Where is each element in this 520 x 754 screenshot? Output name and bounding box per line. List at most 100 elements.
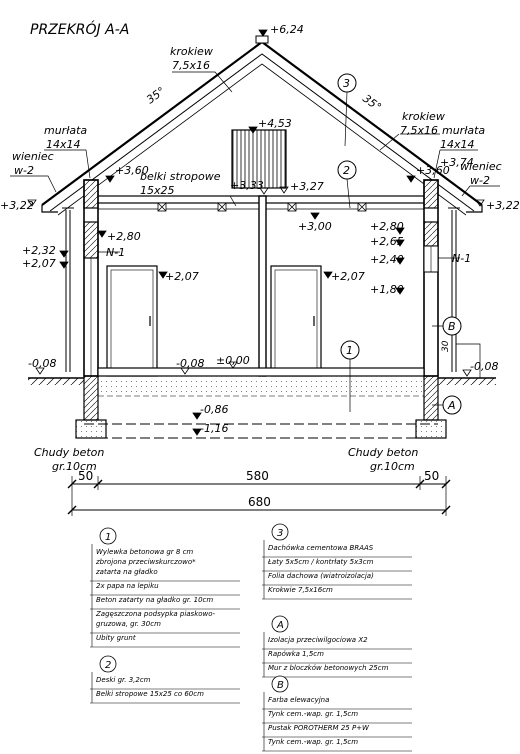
marker-2: 2: [343, 164, 350, 177]
level-eave-right: +3,22: [486, 199, 520, 212]
legend-row-text: Pustak POROTHERM 25 P+W: [268, 724, 370, 732]
legend-id-B: B: [277, 680, 284, 691]
level-window-top-right: +2,40: [370, 253, 404, 266]
legend-row-text: Zagęszczona podsypka piaskowo-: [95, 610, 216, 618]
dim-middle: 580: [246, 469, 269, 483]
legend-row-text: gruzowa, gr. 30cm: [96, 620, 161, 628]
label-chudy-right-thk: gr.10cm: [370, 460, 415, 473]
level-window-bottom-left: +2,07: [22, 257, 56, 270]
level-wall-top-right: +3,60: [416, 164, 450, 177]
legend-row-text: Folia dachowa (wiatroizolacja): [268, 572, 374, 580]
dim-right: 50: [424, 469, 439, 483]
legend-row-text: Deski gr. 3,2cm: [96, 676, 151, 684]
level-ridge: +6,24: [270, 23, 304, 36]
level-window-top-left: +2,32: [22, 244, 56, 257]
label-murlata-left-size: 14x14: [46, 138, 81, 151]
internal-wall: [258, 195, 267, 377]
label-wieniec-left: wieniec: [12, 150, 54, 163]
leader-lines: [10, 71, 500, 378]
legend-row-text: Wylewka betonowa gr 8 cm: [96, 548, 193, 556]
legend-id-2: 2: [105, 660, 111, 671]
label-krokiew-right: krokiew: [402, 110, 445, 123]
layer-markers: 3 2 1 A B: [337, 73, 462, 415]
level-eave-left: +3,22: [0, 199, 34, 212]
dim-left: 50: [78, 469, 93, 483]
level-ground-left: -0,08: [28, 357, 56, 370]
label-belki: belki stropowe: [140, 170, 221, 183]
legend-row-text: Ubity grunt: [96, 634, 136, 642]
legend-row-text: Farba elewacyjna: [268, 696, 329, 704]
doors: [106, 265, 322, 377]
level-floor: ±0,00: [216, 354, 250, 367]
level-texts: +6,24 +4,53 +3,60 +3,60 +3,74 +3,33 +3,2…: [0, 23, 520, 435]
ground-line: [28, 377, 496, 385]
page-title: PRZEKRÓJ A-A: [30, 20, 129, 38]
label-wieniec-left-code: w-2: [14, 164, 34, 177]
floor-slab: [84, 367, 438, 439]
level-lintel-right: +2,80: [370, 220, 404, 233]
label-wieniec-right: wieniec: [460, 160, 502, 173]
legend-row-text: Dachówka cementowa BRAAS: [268, 544, 374, 552]
level-wall-top-left: +3,60: [115, 164, 149, 177]
legend-group-A: A Izolacja przeciwilgociowa X2 Rapówka 1,5…: [262, 615, 412, 678]
level-ceiling-right: +3,27: [290, 180, 324, 193]
marker-3: 3: [343, 77, 350, 90]
label-krokiew-right-size: 7,5x16: [400, 124, 438, 137]
dim-total: 680: [248, 495, 271, 509]
label-belki-size: 15x25: [140, 184, 175, 197]
level-ceiling-low: +3,00: [298, 220, 332, 233]
label-murlata-right: murłata: [442, 124, 485, 137]
legend-row-text: Belki stropowe 15x25 co 60cm: [96, 690, 204, 698]
marker-1: 1: [346, 344, 353, 357]
legend-row-text: Rapówka 1,5cm: [268, 650, 324, 658]
level-foundation-bottom: -1,16: [200, 422, 228, 435]
label-n1-left: N-1: [106, 246, 125, 259]
legend-row-text: Tynk cem.-wap. gr. 1,5cm: [268, 710, 358, 718]
label-wieniec-right-code: w-2: [470, 174, 490, 187]
legend-row-text: Łaty 5x5cm / kontrłaty 5x3cm: [267, 558, 374, 566]
level-door-left: +2,07: [165, 270, 199, 283]
level-marks: [27, 29, 485, 436]
legend-row-text: Beton zatarty na gładko gr. 10cm: [96, 596, 213, 604]
label-angle-right: 35°: [360, 92, 383, 114]
legend-id-A: A: [276, 620, 284, 631]
legend-row-text: 2x papa na lepiku: [96, 582, 159, 590]
level-lintel-right-2: +2,65: [370, 235, 404, 248]
label-chudy-left-thk: gr.10cm: [52, 460, 97, 473]
marker-B: B: [448, 320, 456, 333]
legend-row-text: zbrojona przeciwskurczowo*: [95, 558, 196, 566]
right-wall: [415, 179, 460, 439]
legend-row-text: Krokwie 7,5x16cm: [268, 586, 333, 594]
level-foundation-top: -0,86: [200, 403, 228, 416]
legend-id-1: 1: [105, 532, 111, 543]
attic-vent-block: [231, 129, 287, 189]
dimension-lines: 50 580 50 680: [67, 469, 451, 516]
legend-row-text: zatarta na gładko: [95, 568, 158, 576]
label-dim-30: 30: [441, 340, 451, 352]
roof: [41, 35, 483, 216]
level-ground-right: -0,08: [470, 360, 498, 373]
level-attic: +4,53: [258, 117, 292, 130]
label-krokiew-left-size: 7,5x16: [172, 59, 210, 72]
legend-id-3: 3: [277, 528, 283, 539]
label-n1-right: N-1: [452, 252, 471, 265]
label-chudy-left: Chudy beton: [34, 446, 104, 459]
label-krokiew-left: krokiew: [170, 45, 213, 58]
level-ceiling-mid: +3,33: [230, 179, 264, 192]
legend-row-text: Tynk cem.-wap. gr. 1,5cm: [268, 738, 358, 746]
label-chudy-right: Chudy beton: [348, 446, 418, 459]
marker-A: A: [447, 399, 456, 412]
label-murlata-left: murłata: [44, 124, 87, 137]
level-window-bottom-right: +1,80: [370, 283, 404, 296]
legend-row-text: Izolacja przeciwilgociowa X2: [268, 636, 368, 644]
level-door-right: +2,07: [331, 270, 365, 283]
level-murlata-right: +3,74: [440, 156, 474, 169]
legend-row-text: Mur z bloczków betonowych 25cm: [268, 664, 389, 672]
label-murlata-right-size: 14x14: [440, 138, 475, 151]
